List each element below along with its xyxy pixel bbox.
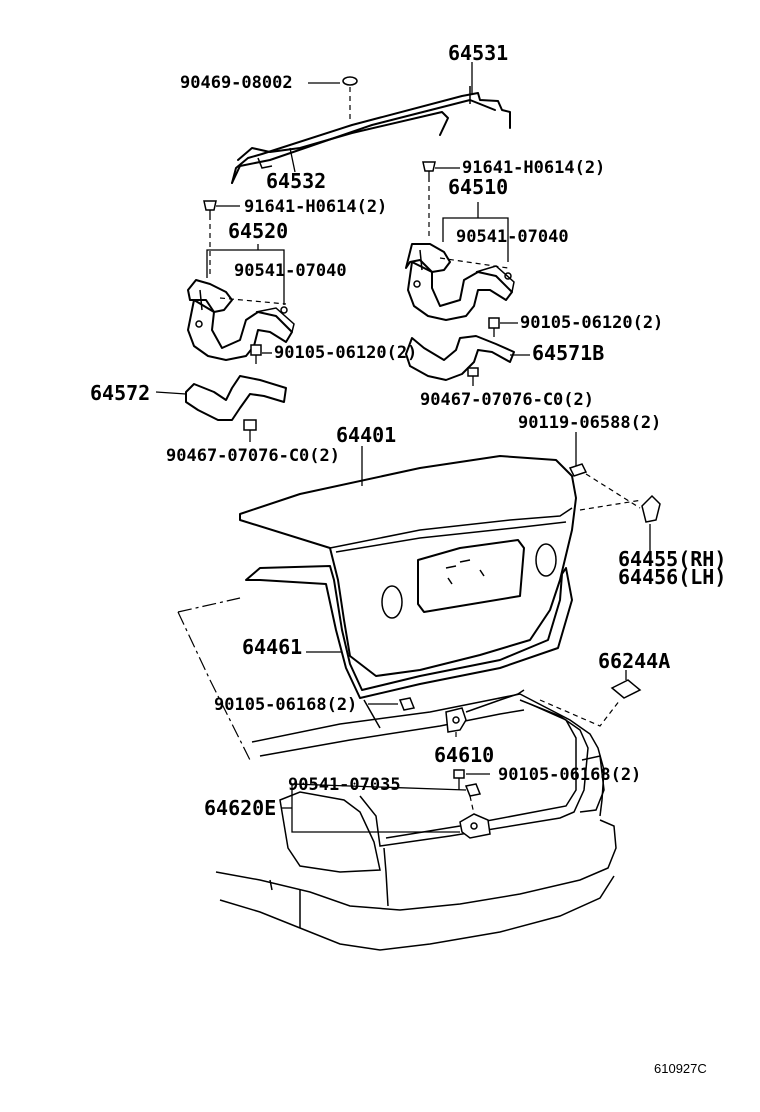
label-64520: 64520 [228, 219, 288, 243]
torsion-bar-assembly [231, 86, 511, 184]
label-64531: 64531 [448, 41, 508, 65]
bolt-90105-seal [398, 697, 416, 711]
label-64455: 64455(RH) [618, 547, 726, 571]
label-64620E: 64620E [204, 796, 276, 820]
label-90541-right: 90541-07040 [456, 227, 569, 247]
label-90467-right: 90467-07076-C0(2) [420, 390, 594, 410]
bolt-91641-right [422, 161, 436, 240]
hinge-cover-64571B [405, 335, 530, 381]
stopper-64455 [641, 494, 661, 552]
label-90119: 90119-06588(2) [518, 413, 661, 433]
label-90105-seal: 90105-06168(2) [214, 695, 357, 715]
label-64610: 64610 [434, 743, 494, 767]
label-66244A: 66244A [598, 649, 670, 673]
label-64456: 64456(LH) [618, 565, 726, 589]
label-91641-right: 91641-H0614(2) [462, 158, 605, 178]
label-64572: 64572 [90, 381, 150, 405]
diagram-code: 610927C [654, 1061, 707, 1076]
label-90469-08002: 90469-08002 [180, 73, 293, 93]
bolt-90119 [568, 463, 588, 477]
label-64532: 64532 [266, 169, 326, 193]
label-64510: 64510 [448, 175, 508, 199]
weatherstrip-64461 [245, 565, 573, 699]
label-90541-lock: 90541-07035 [288, 775, 401, 795]
hinge-64520 [187, 279, 295, 361]
label-90105-right: 90105-06120(2) [520, 313, 663, 333]
label-90105-left: 90105-06120(2) [274, 343, 417, 363]
label-90467-left: 90467-07076-C0(2) [166, 446, 340, 466]
clip-90467-right [467, 367, 479, 386]
bolt-91641-left [203, 200, 217, 278]
label-91641-left: 91641-H0614(2) [244, 197, 387, 217]
hinge-cover-64572 [155, 375, 287, 421]
lock-64610 [445, 689, 525, 740]
grommet-90469 [342, 76, 358, 120]
bolt-90105-lock [453, 769, 465, 790]
label-90105-lock: 90105-06168(2) [498, 765, 641, 785]
plug-66244A [610, 670, 642, 699]
label-64461: 64461 [242, 635, 302, 659]
hinge-64510 [405, 243, 515, 321]
label-64401: 64401 [336, 423, 396, 447]
striker-64620E [459, 783, 491, 839]
car-body [177, 597, 621, 951]
bolt-90105-right [488, 317, 500, 337]
trunk-lid-64401 [239, 455, 577, 677]
label-64571B: 64571B [532, 341, 604, 365]
label-90541-left: 90541-07040 [234, 261, 347, 281]
clip-90467-left [243, 419, 257, 442]
bolt-90105-left [250, 344, 262, 364]
